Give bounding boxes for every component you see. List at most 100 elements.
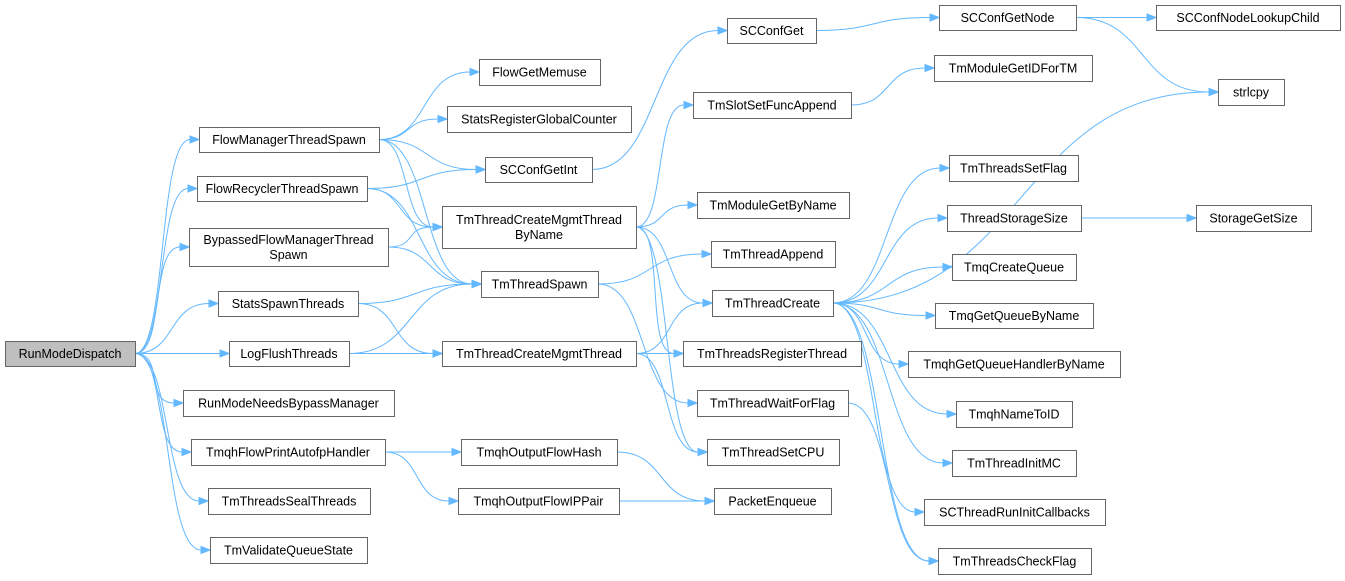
arrowhead-tm-thread-set-cpu xyxy=(697,447,709,457)
node-box[interactable] xyxy=(934,55,1093,82)
node-box[interactable] xyxy=(485,157,593,183)
node-tmqh-name-to-id[interactable]: TmqhNameToID xyxy=(956,401,1073,428)
node-tm-thread-create[interactable]: TmThreadCreate xyxy=(712,290,834,317)
node-box[interactable] xyxy=(707,439,840,466)
node-label: BypassedFlowManagerThread xyxy=(203,233,373,247)
node-tmqh-output-flow-ip-pair[interactable]: TmqhOutputFlowIPPair xyxy=(458,488,620,515)
node-box[interactable] xyxy=(183,390,395,417)
node-tm-thread-wait-for-flag[interactable]: TmThreadWaitForFlag xyxy=(697,390,849,417)
node-tm-thread-spawn[interactable]: TmThreadSpawn xyxy=(481,271,599,298)
node-tm-slot-set-func-append[interactable]: TmSlotSetFuncAppend xyxy=(693,92,852,119)
arrowhead-flow-recycler-thread-spawn xyxy=(187,184,199,193)
node-sc-thread-run-init-callbacks[interactable]: SCThreadRunInitCallbacks xyxy=(924,499,1106,526)
node-box[interactable] xyxy=(952,254,1077,281)
node-box[interactable] xyxy=(697,390,849,417)
node-tmqh-output-flow-hash[interactable]: TmqhOutputFlowHash xyxy=(461,439,618,466)
edge-tm-thread-create-to-thread-storage-size xyxy=(832,217,939,304)
node-box[interactable] xyxy=(727,18,817,44)
node-log-flush-threads[interactable]: LogFlushThreads xyxy=(229,341,350,367)
node-strlcpy[interactable]: strlcpy xyxy=(1218,79,1285,106)
node-box[interactable] xyxy=(711,241,836,268)
node-tmq-create-queue[interactable]: TmqCreateQueue xyxy=(952,254,1077,281)
node-tm-threads-set-flag[interactable]: TmThreadsSetFlag xyxy=(949,155,1079,182)
node-box[interactable] xyxy=(938,548,1092,575)
node-flow-recycler-thread-spawn[interactable]: FlowRecyclerThreadSpawn xyxy=(197,176,368,202)
edge-tm-thread-spawn-to-tm-thread-append xyxy=(597,253,703,285)
node-tmqh-get-queue-handler-by-name[interactable]: TmqhGetQueueHandlerByName xyxy=(908,351,1121,378)
node-box[interactable] xyxy=(956,401,1073,428)
node-stats-spawn-threads[interactable]: StatsSpawnThreads xyxy=(218,291,359,317)
node-box[interactable] xyxy=(693,92,852,119)
node-box[interactable] xyxy=(1196,205,1312,232)
node-box[interactable] xyxy=(218,291,359,317)
node-tm-module-get-by-name[interactable]: TmModuleGetByName xyxy=(697,192,850,219)
arrowhead-flow-get-memuse xyxy=(469,67,481,77)
node-tm-threads-register-thread[interactable]: TmThreadsRegisterThread xyxy=(683,341,862,367)
node-storage-get-size[interactable]: StorageGetSize xyxy=(1196,205,1312,232)
node-box[interactable] xyxy=(442,206,637,249)
arrowhead-tm-module-get-by-name xyxy=(687,200,699,210)
node-box[interactable] xyxy=(924,499,1106,526)
node-tm-module-get-id-for-tm[interactable]: TmModuleGetIDForTM xyxy=(934,55,1093,82)
node-sc-conf-get[interactable]: SCConfGet xyxy=(727,18,817,44)
node-box[interactable] xyxy=(479,59,601,86)
node-sc-conf-get-int[interactable]: SCConfGetInt xyxy=(485,157,593,183)
node-box[interactable] xyxy=(199,127,380,153)
node-label: StatsSpawnThreads xyxy=(232,297,345,311)
node-box[interactable] xyxy=(908,351,1121,378)
node-box[interactable] xyxy=(447,106,632,133)
edge-tm-thread-create-to-tmq-get-queue-by-name xyxy=(832,302,927,316)
node-box[interactable] xyxy=(197,176,368,202)
node-box[interactable] xyxy=(210,537,368,564)
arrowhead-sc-conf-get-int xyxy=(475,165,487,174)
node-box[interactable] xyxy=(442,341,637,367)
node-tm-threads-seal-threads[interactable]: TmThreadsSealThreads xyxy=(208,488,371,515)
node-box[interactable] xyxy=(1218,79,1285,106)
node-box[interactable] xyxy=(481,271,599,298)
arrowhead-tmqh-output-flow-hash xyxy=(451,447,463,457)
node-box[interactable] xyxy=(458,488,620,515)
node-packet-enqueue[interactable]: PacketEnqueue xyxy=(714,488,832,515)
node-tm-thread-init-mc[interactable]: TmThreadInitMC xyxy=(952,450,1077,477)
node-stats-register-global-counter[interactable]: StatsRegisterGlobalCounter xyxy=(447,106,632,133)
node-box[interactable] xyxy=(229,341,350,367)
edge-tm-thread-create-to-tm-thread-init-mc xyxy=(832,302,944,464)
node-box[interactable] xyxy=(712,290,834,317)
node-box[interactable] xyxy=(947,205,1082,232)
node-tmqh-flow-print-autofp-handler[interactable]: TmqhFlowPrintAutofpHandler xyxy=(191,439,386,466)
edge-sc-conf-get-int-to-sc-conf-get xyxy=(591,30,719,170)
node-box[interactable] xyxy=(208,488,371,515)
node-sc-conf-node-lookup-child[interactable]: SCConfNodeLookupChild xyxy=(1156,5,1341,31)
node-flow-manager-thread-spawn[interactable]: FlowManagerThreadSpawn xyxy=(199,127,380,153)
node-box[interactable] xyxy=(461,439,618,466)
node-sc-conf-get-node[interactable]: SCConfGetNode xyxy=(939,5,1077,31)
node-run-mode-needs-bypass-manager[interactable]: RunModeNeedsBypassManager xyxy=(183,390,395,417)
node-label: TmValidateQueueState xyxy=(224,544,353,558)
node-tm-threads-check-flag[interactable]: TmThreadsCheckFlag xyxy=(938,548,1092,575)
node-box[interactable] xyxy=(714,488,832,515)
arrowhead-tm-thread-create-mgmt-thread-by-name xyxy=(432,222,444,232)
node-tm-thread-create-mgmt-thread[interactable]: TmThreadCreateMgmtThread xyxy=(442,341,637,367)
node-tm-thread-append[interactable]: TmThreadAppend xyxy=(711,241,836,268)
node-box[interactable] xyxy=(5,341,136,367)
arrowhead-tmqh-name-to-id xyxy=(946,409,958,419)
node-box[interactable] xyxy=(1156,5,1341,31)
node-run-mode-dispatch[interactable]: RunModeDispatch xyxy=(5,341,136,367)
node-box[interactable] xyxy=(935,303,1094,329)
node-tm-thread-set-cpu[interactable]: TmThreadSetCPU xyxy=(707,439,840,466)
node-tm-validate-queue-state[interactable]: TmValidateQueueState xyxy=(210,537,368,564)
node-box[interactable] xyxy=(697,192,850,219)
node-thread-storage-size[interactable]: ThreadStorageSize xyxy=(947,205,1082,232)
node-box[interactable] xyxy=(952,450,1077,477)
nodes-layer: RunModeDispatchFlowManagerThreadSpawnFlo… xyxy=(5,5,1341,575)
node-flow-get-memuse[interactable]: FlowGetMemuse xyxy=(479,59,601,86)
node-tmq-get-queue-by-name[interactable]: TmqGetQueueByName xyxy=(935,303,1094,329)
node-box[interactable] xyxy=(189,228,389,267)
node-box[interactable] xyxy=(683,341,862,367)
node-box[interactable] xyxy=(191,439,386,466)
edge-run-mode-dispatch-to-flow-manager-thread-spawn xyxy=(134,139,191,354)
node-box[interactable] xyxy=(949,155,1079,182)
node-box[interactable] xyxy=(939,5,1077,31)
